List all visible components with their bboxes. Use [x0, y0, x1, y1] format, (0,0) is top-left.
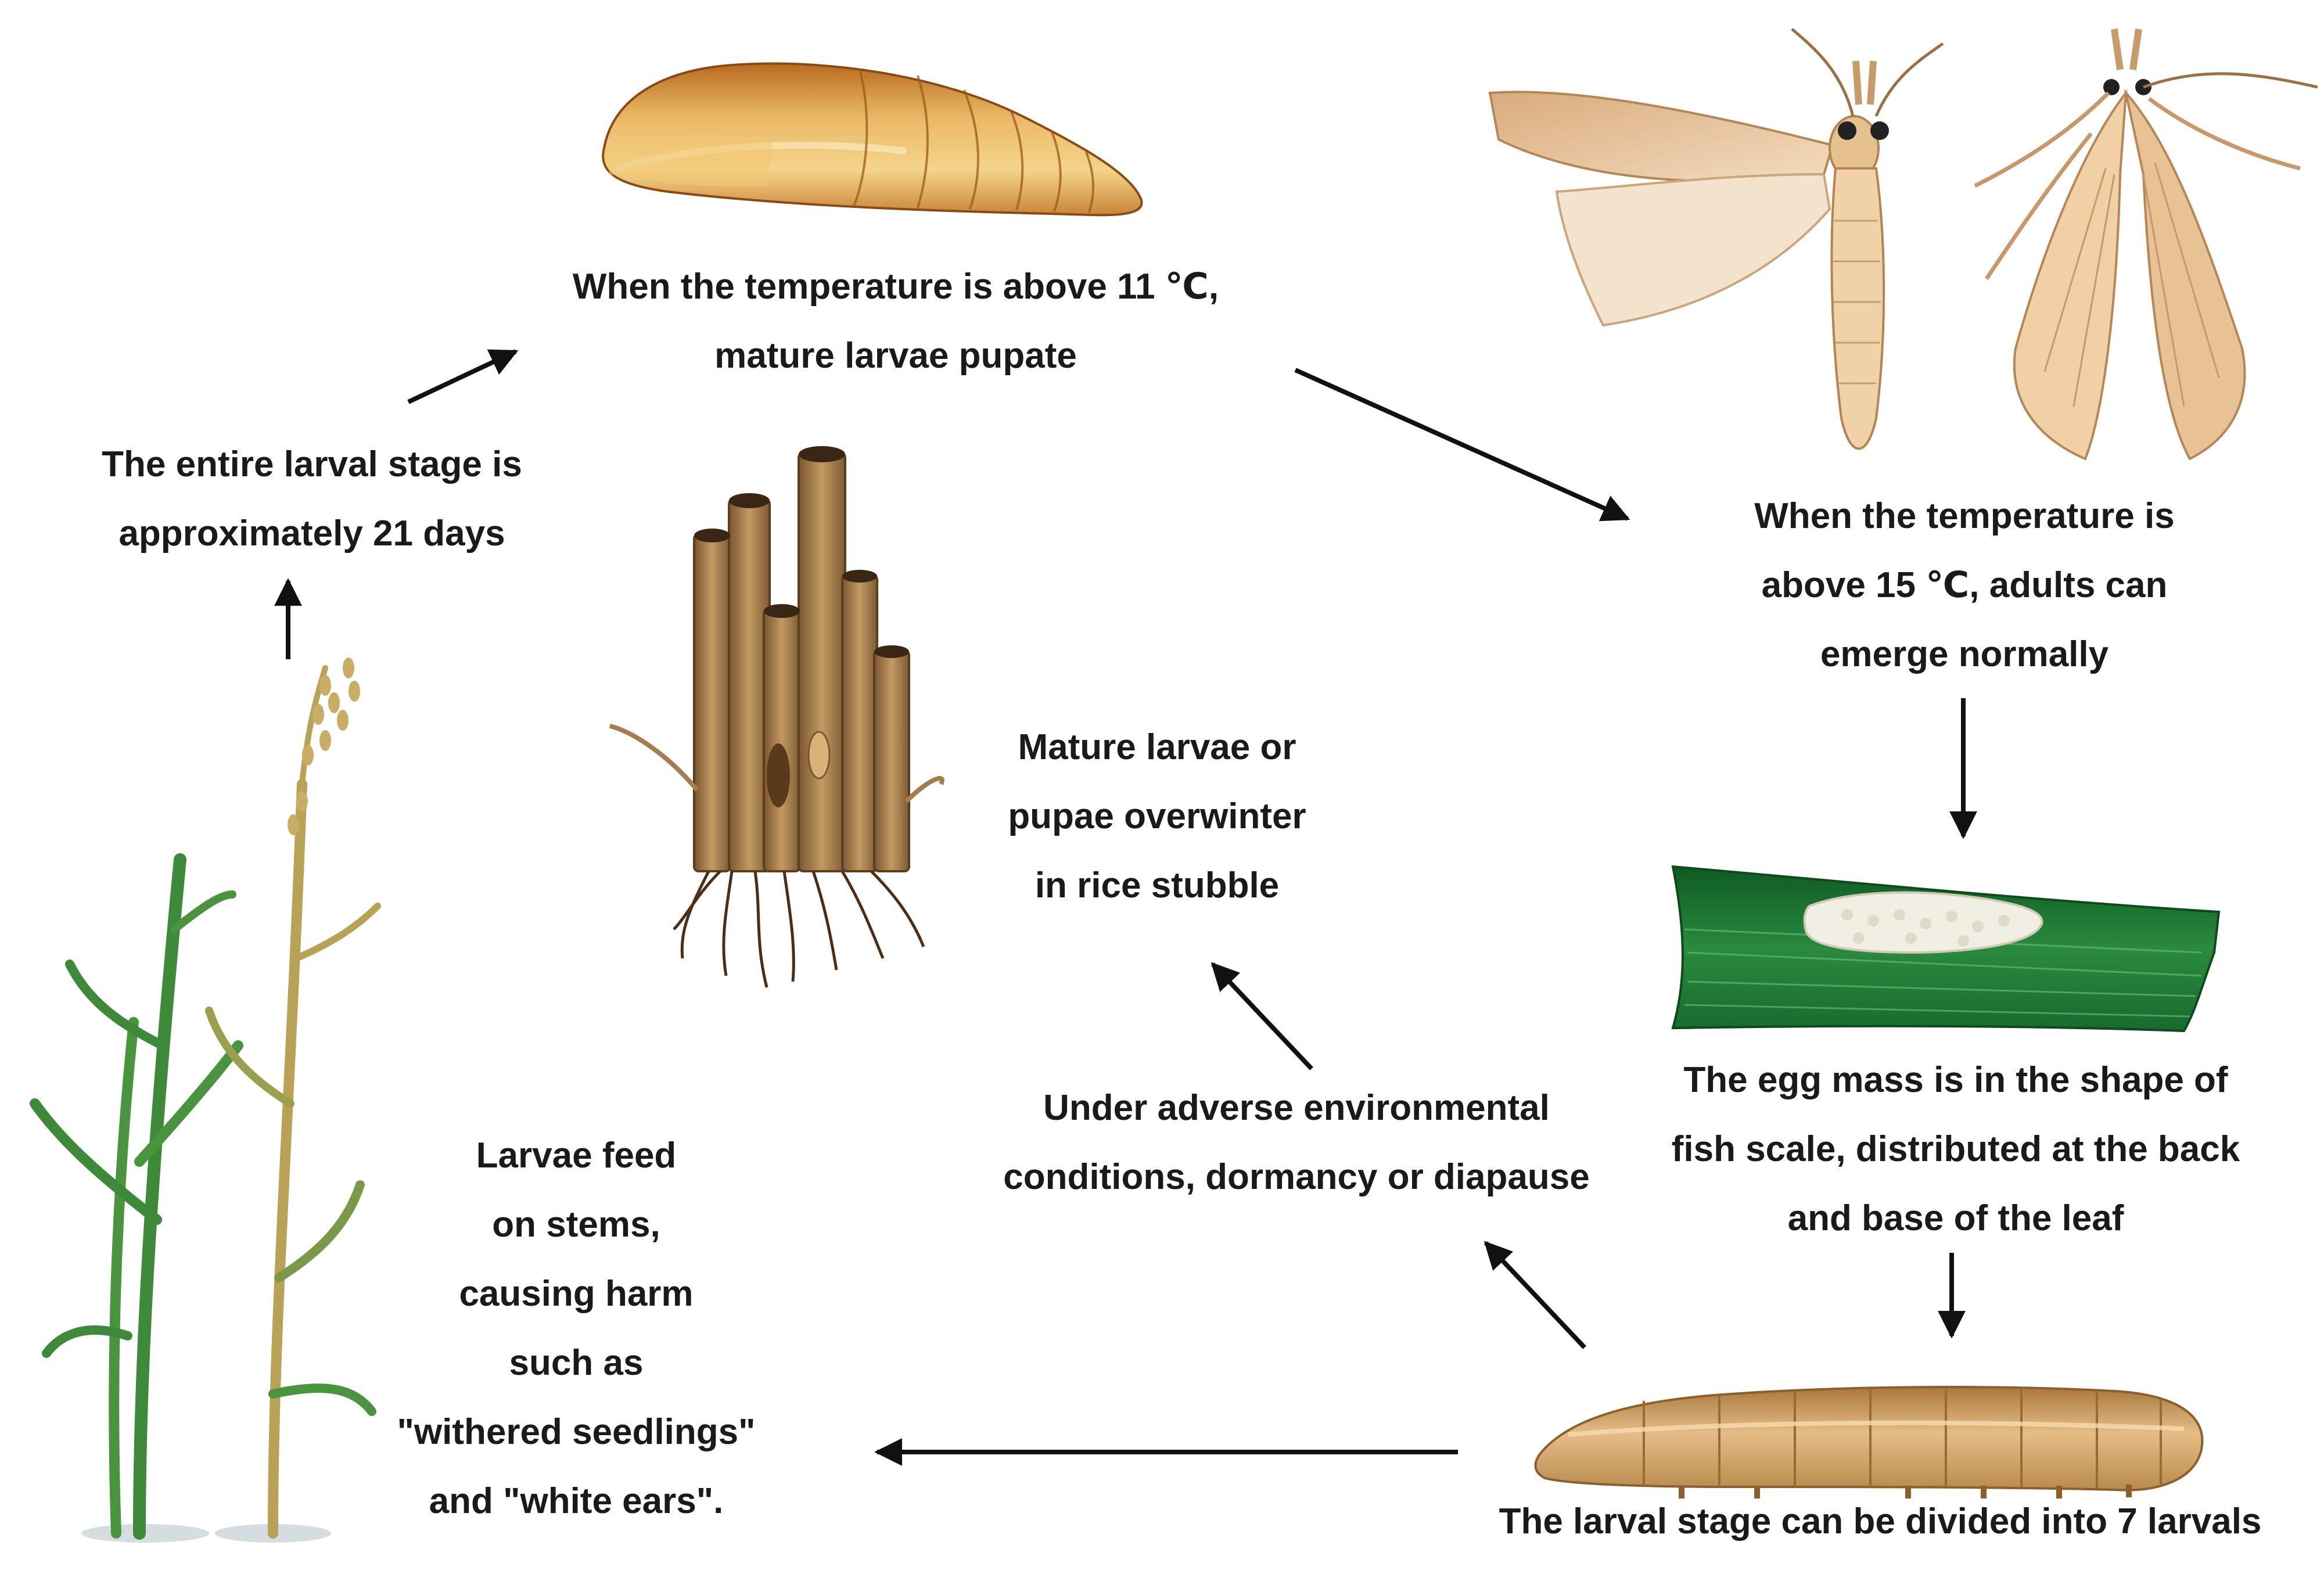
larva-illustration	[1535, 1387, 2202, 1498]
overwinter-label-line-2: pupae overwinter	[954, 782, 1360, 851]
arrow-larval-to-pupa	[408, 351, 516, 402]
dormancy-label-line-2: conditions, dormancy or diapause	[971, 1142, 1622, 1212]
emerge-label-line-1: When the temperature is	[1703, 481, 2226, 551]
feeding-label-line-1: Larvae feed	[367, 1121, 785, 1190]
larval-duration-label-line-2: approximately 21 days	[65, 499, 559, 568]
egg-mass-label: The egg mass is in the shape of fish sca…	[1645, 1045, 2266, 1253]
arrow-pupa-to-adult	[1295, 370, 1628, 519]
feeding-label-line-2: on stems,	[367, 1190, 785, 1259]
emerge-label-line-3: emerge normally	[1703, 620, 2226, 689]
feeding-label-line-4: such as	[367, 1328, 785, 1397]
moth-illustration	[1490, 29, 2318, 459]
larval-instars-label-line-1: The larval stage can be divided into 7 l…	[1459, 1487, 2301, 1556]
larval-instars-label: The larval stage can be divided into 7 l…	[1459, 1487, 2301, 1556]
dormancy-label-line-1: Under adverse environmental	[971, 1073, 1622, 1142]
pupa-illustration	[603, 63, 1141, 215]
feeding-label-line-5: "withered seedlings"	[367, 1397, 785, 1467]
emerge-label: When the temperature is above 15 ℃, adul…	[1703, 481, 2226, 689]
feeding-label-line-3: causing harm	[367, 1259, 785, 1328]
emerge-label-line-2: above 15 ℃, adults can	[1703, 551, 2226, 620]
dormancy-label: Under adverse environmental conditions, …	[971, 1073, 1622, 1212]
egg-mass-label-line-1: The egg mass is in the shape of	[1645, 1045, 2266, 1115]
larval-duration-label-line-1: The entire larval stage is	[65, 430, 559, 499]
larval-duration-label: The entire larval stage is approximately…	[65, 430, 559, 568]
overwinter-label: Mature larvae or pupae overwinter in ric…	[954, 713, 1360, 920]
overwinter-label-line-3: in rice stubble	[954, 851, 1360, 920]
rice-stubble-illustration	[610, 446, 942, 987]
overwinter-label-line-1: Mature larvae or	[954, 713, 1360, 782]
rice-plant-illustration	[35, 657, 378, 1543]
pupate-label-line-2: mature larvae pupate	[547, 321, 1244, 390]
pupate-label: When the temperature is above 11 ℃, matu…	[547, 252, 1244, 390]
egg-mass-label-line-2: fish scale, distributed at the back	[1645, 1115, 2266, 1184]
arrow-larva-to-dormancy	[1486, 1243, 1585, 1347]
egg-mass-on-leaf-illustration	[1673, 867, 2219, 1031]
arrow-dormancy-to-overwinter	[1213, 964, 1312, 1069]
feeding-label: Larvae feed on stems, causing harm such …	[367, 1121, 785, 1536]
pupate-label-line-1: When the temperature is above 11 ℃,	[547, 252, 1244, 321]
feeding-label-line-6: and "white ears".	[367, 1467, 785, 1536]
egg-mass-label-line-3: and base of the leaf	[1645, 1184, 2266, 1253]
